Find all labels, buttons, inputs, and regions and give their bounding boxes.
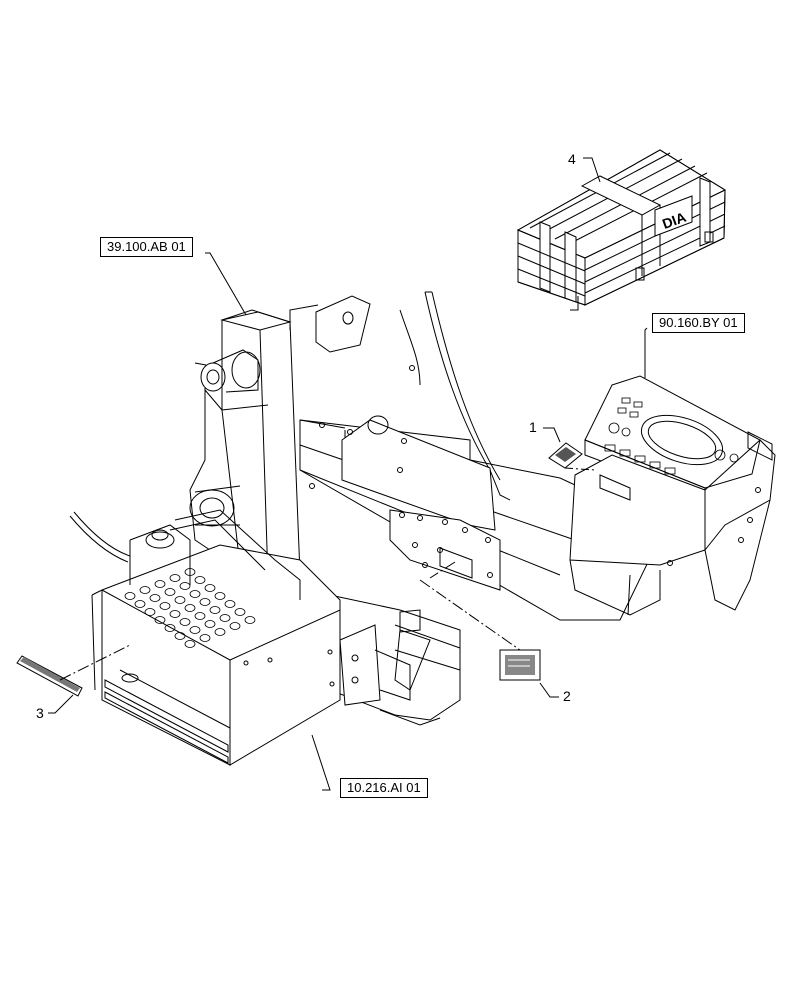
callout-4: 4 xyxy=(568,151,576,167)
loader-frame xyxy=(189,291,651,726)
component-housing xyxy=(69,509,411,766)
decal-3 xyxy=(16,655,83,697)
ref-box-10-216-ai-01[interactable]: 10.216.AI 01 xyxy=(340,778,428,798)
decal-1 xyxy=(548,442,583,469)
callout-2: 2 xyxy=(563,688,571,704)
crate-logo: DIA xyxy=(660,209,688,232)
leader-lines xyxy=(48,157,648,791)
ref-box-39-100-ab-01[interactable]: 39.100.AB 01 xyxy=(100,237,193,257)
crate-illustration xyxy=(516,149,727,306)
decal-2 xyxy=(499,649,541,681)
ref-box-90-160-by-01[interactable]: 90.160.BY 01 xyxy=(652,313,745,333)
callout-3: 3 xyxy=(36,705,44,721)
instrument-panel xyxy=(569,375,776,616)
callout-1: 1 xyxy=(529,419,537,435)
